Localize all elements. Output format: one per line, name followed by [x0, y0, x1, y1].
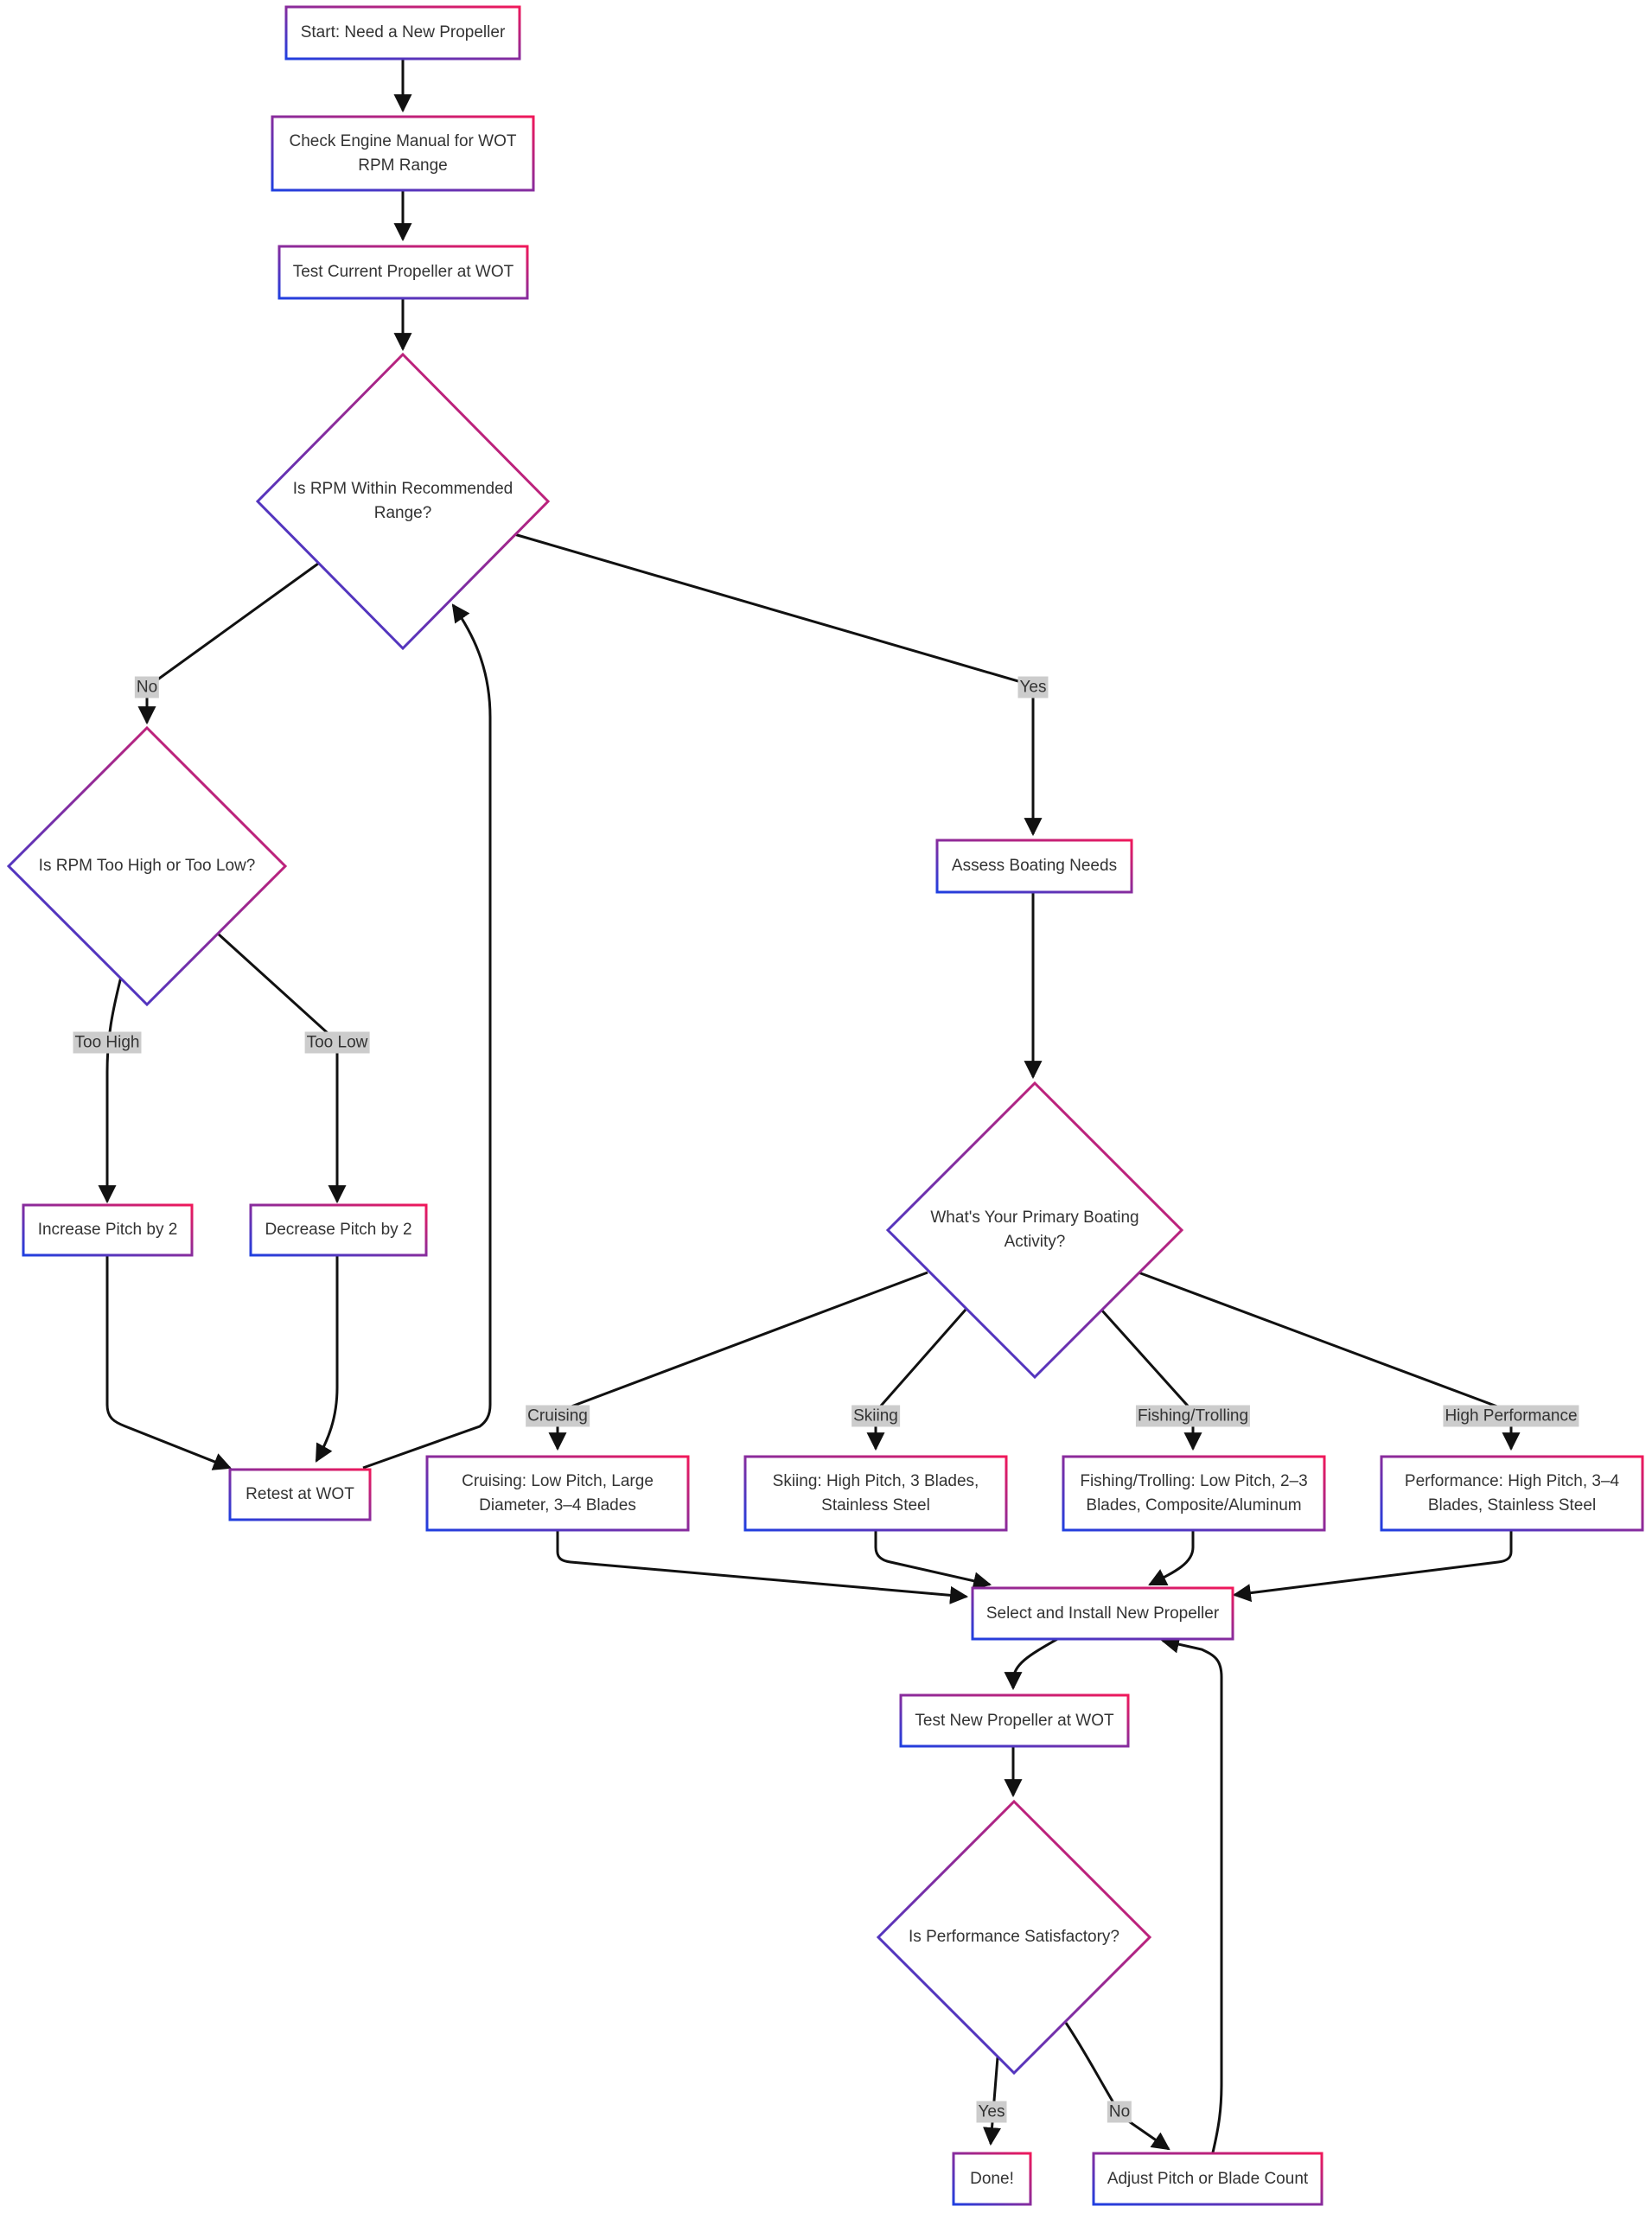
node-rpm-in-range	[255, 352, 551, 651]
node-cruising	[425, 1455, 690, 1532]
node-rpm-high-low	[6, 725, 288, 1007]
node-fishing-label: Fishing/Trolling: Low Pitch, 2–3 Blades,…	[1080, 1471, 1308, 1515]
edge-label-yes-2: Yes	[976, 2101, 1007, 2123]
edge-label-too-high: Too High	[73, 1031, 142, 1054]
edge-label-yes-1: Yes	[1017, 676, 1049, 698]
node-decrease-pitch	[249, 1203, 428, 1257]
node-start	[284, 5, 521, 61]
edge-satisfactory-to-done	[983, 2057, 1001, 2146]
edge-retest-to-decision	[362, 603, 492, 1470]
edge-label-no-2: No	[1107, 2101, 1132, 2123]
edge-select-to-testnew	[1004, 1636, 1060, 1691]
node-rpm-in-range-label: Is RPM Within Recommended Range?	[292, 480, 513, 522]
edge-satisfactory-to-adjust	[1064, 2022, 1170, 2151]
node-cruising-label: Cruising: Low Pitch, Large Diameter, 3–4…	[462, 1471, 654, 1515]
node-test-current	[277, 245, 529, 300]
edge-highlow-to-increase	[98, 976, 123, 1204]
node-check-manual-label: Check Engine Manual for WOT RPM Range	[289, 131, 517, 175]
edge-cruising-to-select	[556, 1530, 969, 1604]
node-retest	[228, 1468, 372, 1521]
edge-increase-to-retest	[105, 1255, 232, 1470]
edge-adjust-to-select	[1160, 1635, 1223, 2153]
node-select-install-label: Select and Install New Propeller	[985, 1604, 1220, 1623]
node-increase-pitch-label: Increase Pitch by 2	[37, 1221, 178, 1240]
edge-label-skiing: Skiing	[852, 1405, 900, 1427]
node-decrease-pitch-label: Decrease Pitch by 2	[265, 1221, 412, 1240]
edge-label-cruising: Cruising	[526, 1405, 590, 1427]
edge-highlow-to-decrease	[216, 932, 347, 1204]
edge-label-high-performance: High Performance	[1443, 1405, 1579, 1427]
node-test-new-label: Test New Propeller at WOT	[915, 1711, 1114, 1730]
node-primary-activity-label: What's Your Primary Boating Activity?	[930, 1209, 1139, 1251]
node-retest-label: Retest at WOT	[246, 1485, 354, 1504]
node-increase-pitch	[22, 1203, 194, 1257]
node-primary-activity	[885, 1081, 1184, 1380]
node-satisfactory-label: Is Performance Satisfactory?	[909, 1928, 1119, 1947]
edge-label-no-1: No	[134, 676, 160, 698]
edge-decision-to-highlow	[137, 562, 319, 725]
node-assess-needs	[935, 839, 1133, 894]
node-rpm-high-low-label: Is RPM Too High or Too Low?	[38, 857, 256, 876]
edge-label-too-low: Too Low	[304, 1031, 370, 1054]
edge-skiing-to-select	[874, 1530, 992, 1591]
node-skiing	[743, 1455, 1008, 1532]
node-performance-label: Performance: High Pitch, 3–4 Blades, Sta…	[1404, 1471, 1620, 1515]
node-done	[952, 2152, 1032, 2206]
edge-label-fishing: Fishing/Trolling	[1135, 1405, 1251, 1427]
node-start-label: Start: Need a New Propeller	[300, 23, 506, 42]
node-check-manual	[271, 115, 535, 192]
node-adjust	[1092, 2152, 1324, 2206]
node-performance	[1380, 1455, 1644, 1532]
edge-performance-to-select	[1232, 1530, 1513, 1603]
node-adjust-label: Adjust Pitch or Blade Count	[1107, 2169, 1309, 2188]
node-fishing	[1062, 1455, 1326, 1532]
edge-activity-to-fishing	[1100, 1308, 1202, 1451]
node-satisfactory	[876, 1799, 1152, 2076]
node-skiing-label: Skiing: High Pitch, 3 Blades, Stainless …	[772, 1471, 979, 1515]
node-test-current-label: Test Current Propeller at WOT	[292, 263, 514, 282]
edge-activity-to-skiing	[866, 1309, 967, 1451]
node-assess-needs-label: Assess Boating Needs	[951, 857, 1118, 876]
edge-decision-to-assess	[513, 533, 1043, 837]
node-select-install	[971, 1586, 1234, 1641]
node-test-new	[899, 1693, 1130, 1748]
edge-decrease-to-retest	[315, 1255, 339, 1463]
node-done-label: Done!	[970, 2169, 1014, 2188]
edge-fishing-to-select	[1148, 1530, 1195, 1586]
